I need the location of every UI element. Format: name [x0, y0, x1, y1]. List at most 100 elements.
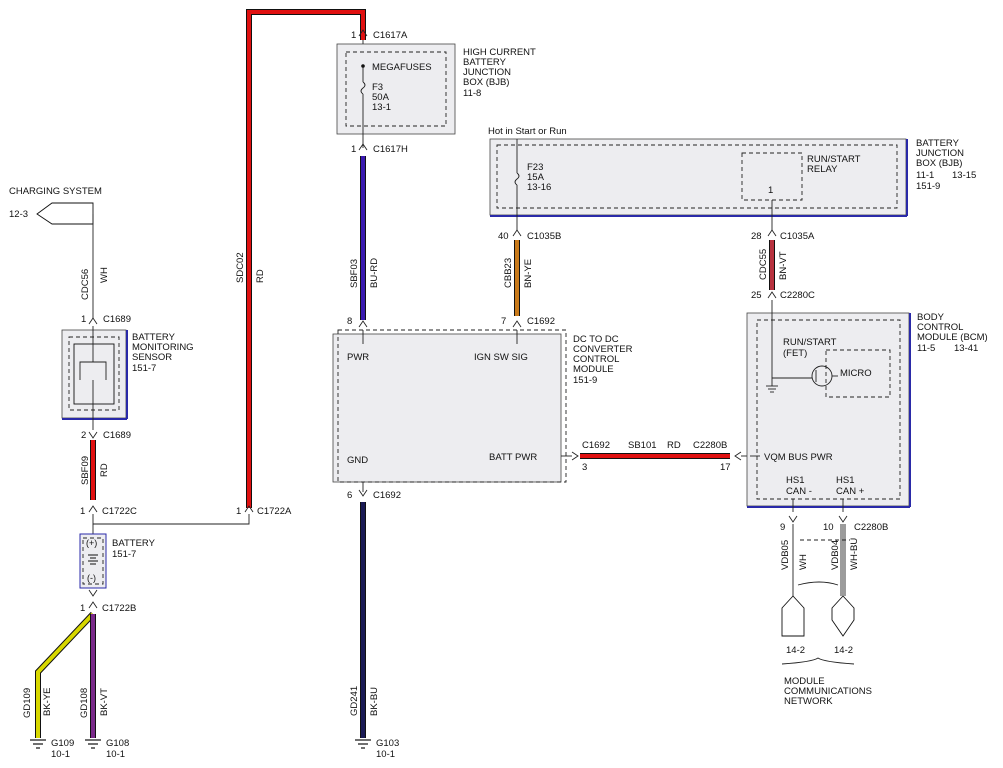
- bms-module: [61, 326, 128, 430]
- c1692-mid-connector-icon: [571, 451, 579, 461]
- c1035b-connector-icon: [512, 229, 522, 237]
- vqm-bus-pwr-label: VQM BUS PWR: [764, 452, 833, 463]
- bjb-ref-3: 151-9: [916, 181, 940, 192]
- sdc02-label: SDC02: [235, 252, 246, 283]
- c1692-bottom-label: C1692: [373, 490, 401, 501]
- pin1-c1617a: 1: [351, 30, 356, 41]
- c1692-mid-label: C1692: [582, 440, 610, 451]
- hs1-can-minus-2: CAN -: [786, 486, 812, 497]
- c1617h-connector-icon: [358, 143, 368, 151]
- pin2-bms: 2: [81, 430, 86, 441]
- c1722b-label: C1722B: [102, 603, 136, 614]
- battery-plus-label: (+): [86, 538, 97, 548]
- battery-minus-label: (-): [87, 573, 96, 583]
- can-plus-connector-icon: [838, 515, 848, 523]
- battery-title: BATTERY: [112, 538, 156, 549]
- f23-rating: 15A: [527, 172, 545, 183]
- rd-sb101-label: RD: [667, 440, 681, 451]
- bn-vt-label: BN-VT: [778, 251, 789, 280]
- network-label-3: NETWORK: [784, 696, 833, 707]
- wh-label: WH: [99, 267, 110, 283]
- g108-ref: 10-1: [106, 749, 125, 760]
- pwr-pin-label: PWR: [347, 352, 369, 363]
- sb101-label: SB101: [628, 440, 657, 451]
- g103-label: G103: [376, 738, 399, 749]
- pin6: 6: [347, 490, 352, 501]
- cdc56-label: CDC56: [80, 269, 91, 300]
- can-minus-reference-icon: [781, 595, 805, 637]
- c2280b-bottom-label: C2280B: [854, 522, 888, 533]
- bjb-title-2: JUNCTION: [916, 148, 964, 159]
- bn-ye-label: BN-YE: [523, 259, 534, 288]
- gd109-label: GD109: [22, 688, 33, 718]
- cdc55-label: CDC55: [758, 249, 769, 280]
- c1692-pin8-connector-icon: [358, 320, 368, 328]
- ref-12-3: 12-3: [9, 209, 28, 220]
- bjb-ref-2: 13-15: [952, 170, 976, 181]
- g103-ref: 10-1: [376, 749, 395, 760]
- c2280b-mid-connector-icon: [734, 451, 742, 461]
- f3-ref: 13-1: [372, 102, 391, 113]
- vdb04-label: VDB04: [830, 540, 841, 570]
- c1722b-upper-connector-icon: [88, 589, 98, 597]
- network-label-1: MODULE: [784, 676, 825, 687]
- dcdc-title-1: DC TO DC: [573, 334, 619, 345]
- dcdc-title-4: MODULE: [573, 364, 614, 375]
- bjb-title-3: BOX (BJB): [916, 158, 962, 169]
- bjb-title-1: BATTERY: [916, 138, 960, 149]
- g109-label: G109: [51, 738, 74, 749]
- bcm-title-1: BODY: [917, 312, 945, 323]
- hs1-can-plus-2: CAN +: [836, 486, 865, 497]
- c1722c-label: C1722C: [102, 506, 137, 517]
- dcdc-title-3: CONTROL: [573, 354, 619, 365]
- run-start-fet-1: RUN/START: [783, 337, 837, 348]
- c2280c-label: C2280C: [780, 290, 815, 301]
- c1689-bottom-connector-icon: [88, 431, 98, 439]
- hcbjb-title-1: HIGH CURRENT: [463, 47, 536, 58]
- g109-ref: 10-1: [51, 749, 70, 760]
- dcdc-ref: 151-9: [573, 375, 597, 386]
- bms-title-2: MONITORING: [132, 342, 194, 353]
- c1617a-label: C1617A: [373, 30, 408, 41]
- relay-pin: 1: [768, 185, 773, 196]
- c1692-bottom-connector-icon: [358, 489, 368, 497]
- network-brace-icon: [781, 657, 855, 665]
- bk-bu-label: BK-BU: [369, 687, 380, 716]
- battery-icon: [79, 533, 107, 589]
- bcm-module: [746, 300, 911, 512]
- pin1-c1722a: 1: [236, 506, 241, 517]
- c1692-top-connector-icon: [512, 320, 522, 328]
- c1617h-label: C1617H: [373, 144, 408, 155]
- bms-title-3: SENSOR: [132, 352, 172, 363]
- c1722a-label: C1722A: [257, 506, 292, 517]
- bcm-ref-1: 11-5: [917, 343, 935, 354]
- can-minus-connector-icon: [788, 515, 798, 523]
- can-plus-reference-icon: [831, 595, 855, 637]
- bcm-ref-2: 13-41: [954, 343, 978, 354]
- hs1-can-plus-1: HS1: [836, 475, 854, 486]
- g108-label: G108: [106, 738, 129, 749]
- batt-pwr-label: BATT PWR: [489, 452, 537, 463]
- g109-ground-icon: [30, 739, 46, 749]
- sbf09-label: SBF09: [80, 456, 91, 485]
- charging-system-label: CHARGING SYSTEM: [9, 186, 102, 197]
- sdc02-wire: [246, 9, 366, 508]
- gnd-pin-label: GND: [347, 455, 368, 466]
- c1035b-label: C1035B: [527, 231, 561, 242]
- c1617a-connector-icon: [358, 29, 368, 37]
- c1035a-label: C1035A: [780, 231, 815, 242]
- pin8: 8: [347, 316, 352, 327]
- pin3: 3: [582, 462, 587, 473]
- c1722b-connector-icon: [88, 601, 98, 609]
- wh-can-label: WH: [798, 554, 809, 570]
- megafuses-label: MEGAFUSES: [372, 62, 432, 73]
- f23-ref: 13-16: [527, 182, 551, 193]
- pin10: 10: [823, 522, 834, 533]
- bk-vt-label: BK-VT: [99, 688, 110, 716]
- pin40: 40: [498, 231, 509, 242]
- dcdc-module: [332, 329, 567, 492]
- hcbjb-title-4: BOX (BJB): [463, 77, 509, 88]
- pin28: 28: [751, 231, 762, 242]
